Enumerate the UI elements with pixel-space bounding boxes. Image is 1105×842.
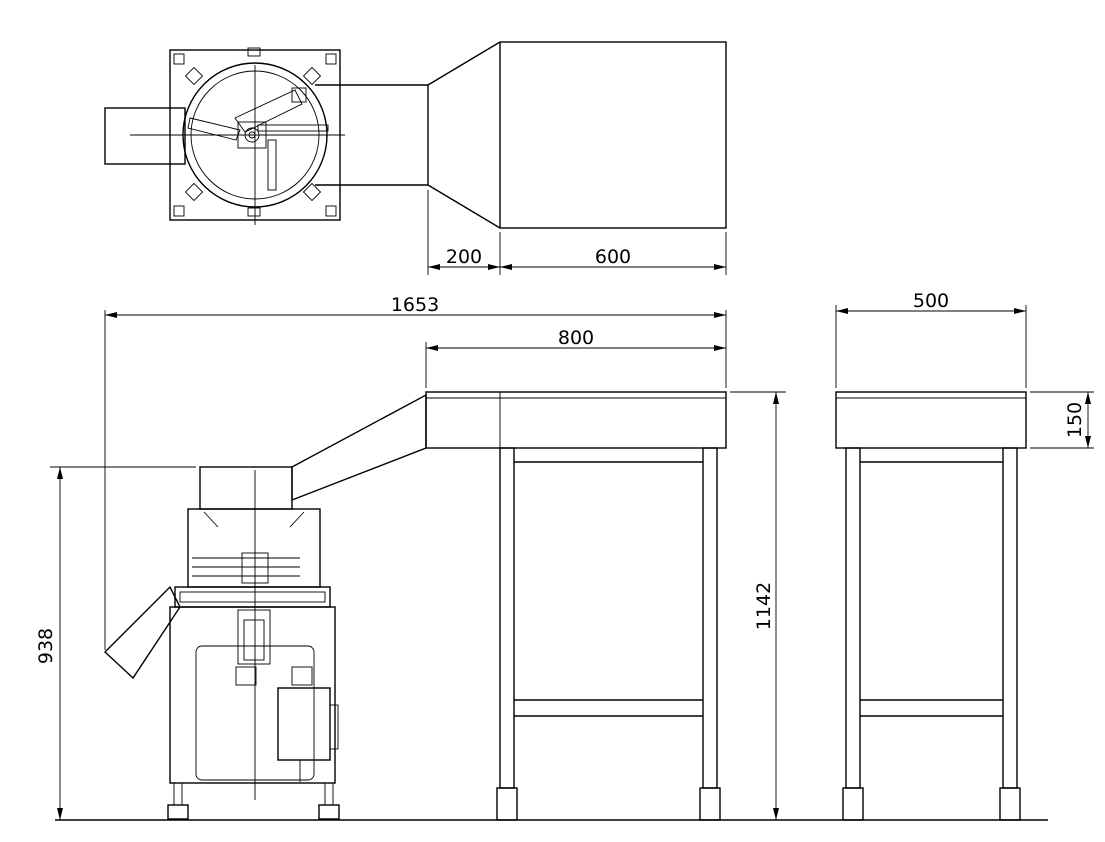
dim-plan-chute: 200	[446, 246, 482, 268]
front-view	[55, 391, 1048, 821]
dim-machine-height: 938	[35, 628, 57, 664]
incline-chute	[291, 393, 427, 502]
front-dimensions	[50, 310, 786, 820]
dim-table-depth: 500	[913, 290, 949, 312]
dim-table-height: 1142	[753, 582, 775, 630]
machine-body	[103, 466, 340, 820]
plan-dimensions	[427, 190, 727, 275]
side-view	[835, 391, 1027, 821]
dim-overall-length: 1653	[391, 294, 439, 316]
corner-mounts	[173, 47, 337, 217]
plan-view	[104, 41, 727, 229]
dim-plan-hopper: 600	[595, 246, 631, 268]
dim-table-length: 800	[558, 327, 594, 349]
rotor-arms	[187, 87, 329, 191]
hopper-table	[425, 391, 727, 821]
side-dimensions	[835, 305, 1094, 449]
dim-tray-height: 150	[1064, 402, 1086, 438]
